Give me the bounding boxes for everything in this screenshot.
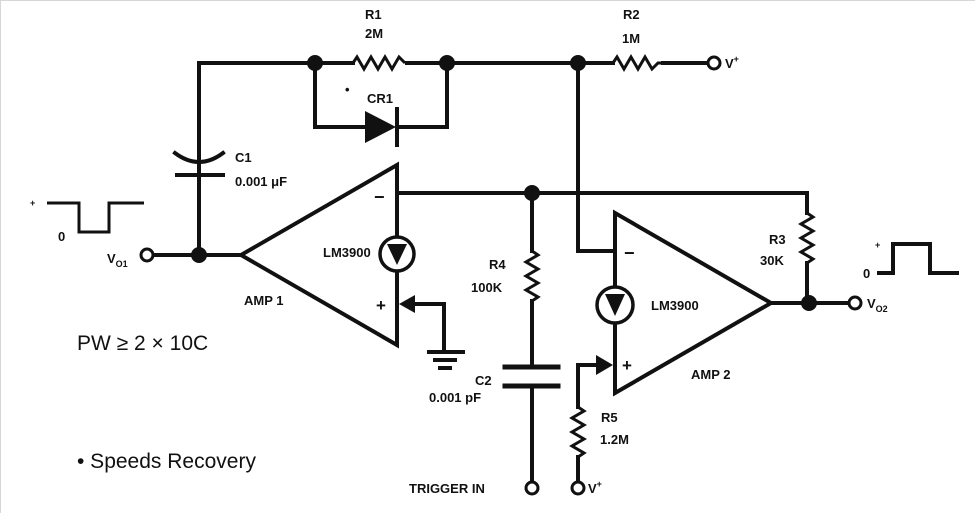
vplus-bottom-sup: + [597, 479, 602, 489]
vplus-top-sup: + [734, 54, 739, 64]
r1-value: 2M [365, 26, 383, 41]
c2-value: 0.001 pF [429, 390, 481, 405]
c1-designator: C1 [235, 150, 252, 165]
vo1-label: VO1 [107, 251, 128, 269]
vplus-bottom-label: V+ [588, 479, 602, 496]
op-amp-1 [236, 161, 416, 349]
capacitor-c2 [502, 364, 561, 389]
terminal-vplus-bottom[interactable] [570, 480, 586, 496]
amp2-minus: − [624, 243, 635, 263]
terminal-vo1[interactable] [139, 247, 155, 263]
resistor-r4 [523, 249, 541, 303]
resistor-r1 [351, 54, 407, 72]
amp2-label: AMP 2 [691, 367, 731, 382]
junction-r1-left [307, 55, 323, 71]
c1-curved-plate [172, 150, 226, 164]
amp1-part: LM3900 [323, 245, 371, 260]
amp1-plus: + [376, 296, 386, 315]
trigger-in-label: TRIGGER IN [409, 481, 485, 496]
r3-designator: R3 [769, 232, 786, 247]
wire-cr1-loop [313, 61, 449, 129]
amp1-minus: − [374, 187, 385, 207]
cr1-marker: • [345, 82, 350, 97]
vo1-wave-plus: + [30, 198, 35, 208]
wire-r2-node-to-amp2-minus [576, 61, 617, 253]
resistor-r5 [569, 405, 587, 459]
r1-designator: R1 [365, 7, 382, 22]
amp1-label: AMP 1 [244, 293, 284, 308]
r2-designator: R2 [623, 7, 640, 22]
vo1-wave-zero: 0 [58, 229, 65, 244]
amp2-plus-arrow-icon [596, 355, 613, 375]
junction-r1-right [439, 55, 455, 71]
cr1-designator: CR1 [367, 91, 393, 106]
waveform-vo2-icon [877, 242, 959, 275]
waveform-vo1-icon [47, 201, 144, 234]
wire-amp1-plus-ground [409, 302, 446, 353]
vplus-bottom-main: V [588, 481, 597, 496]
junction-vo2 [801, 295, 817, 311]
c1-value: 0.001 μF [235, 174, 287, 189]
amp1-plus-arrow-icon [399, 295, 415, 313]
vo1-label-sub: O1 [116, 259, 128, 269]
speeds-recovery-note: • Speeds Recovery [77, 450, 256, 473]
junction-r4 [524, 185, 540, 201]
r3-value: 30K [760, 253, 784, 268]
c2-designator: C2 [475, 373, 492, 388]
amp1-current-arrow-icon [387, 244, 407, 265]
ground-icon [427, 350, 465, 370]
wire-r5-top [576, 363, 599, 409]
vplus-top-main: V [725, 56, 734, 71]
junction-r2 [570, 55, 586, 71]
diode-cr1 [365, 107, 399, 147]
wire-amp1-minus-to-r3 [396, 191, 809, 215]
r2-value: 1M [622, 31, 640, 46]
amp2-plus: + [622, 356, 632, 375]
terminal-vo2[interactable] [847, 295, 863, 311]
vo1-label-main: V [107, 251, 116, 266]
r5-value: 1.2M [600, 432, 629, 447]
pulse-width-note: PW ≥ 2 × 10C [77, 332, 208, 355]
amp2-current-arrow-icon [605, 294, 625, 316]
terminal-vplus-top[interactable] [706, 55, 722, 71]
terminal-trigger-in[interactable] [524, 480, 540, 496]
capacitor-c1 [172, 150, 226, 177]
resistor-r2 [611, 54, 663, 72]
diode-triangle [365, 111, 396, 143]
junction-vo1 [191, 247, 207, 263]
vplus-top-label: V+ [725, 54, 739, 71]
vo2-wave-zero: 0 [863, 266, 870, 281]
amp2-part: LM3900 [651, 298, 699, 313]
op-amp-2 [595, 209, 776, 397]
vo2-wave-plus: + [875, 240, 880, 250]
r5-designator: R5 [601, 410, 618, 425]
junctions [191, 55, 817, 311]
wire-c1-top [197, 61, 317, 223]
r4-designator: R4 [489, 257, 506, 272]
vo2-label-sub: O2 [876, 304, 888, 314]
r4-value: 100K [471, 280, 503, 295]
resistor-r3 [798, 211, 816, 265]
vo2-label-main: V [867, 296, 876, 311]
vo2-label: VO2 [867, 296, 888, 314]
